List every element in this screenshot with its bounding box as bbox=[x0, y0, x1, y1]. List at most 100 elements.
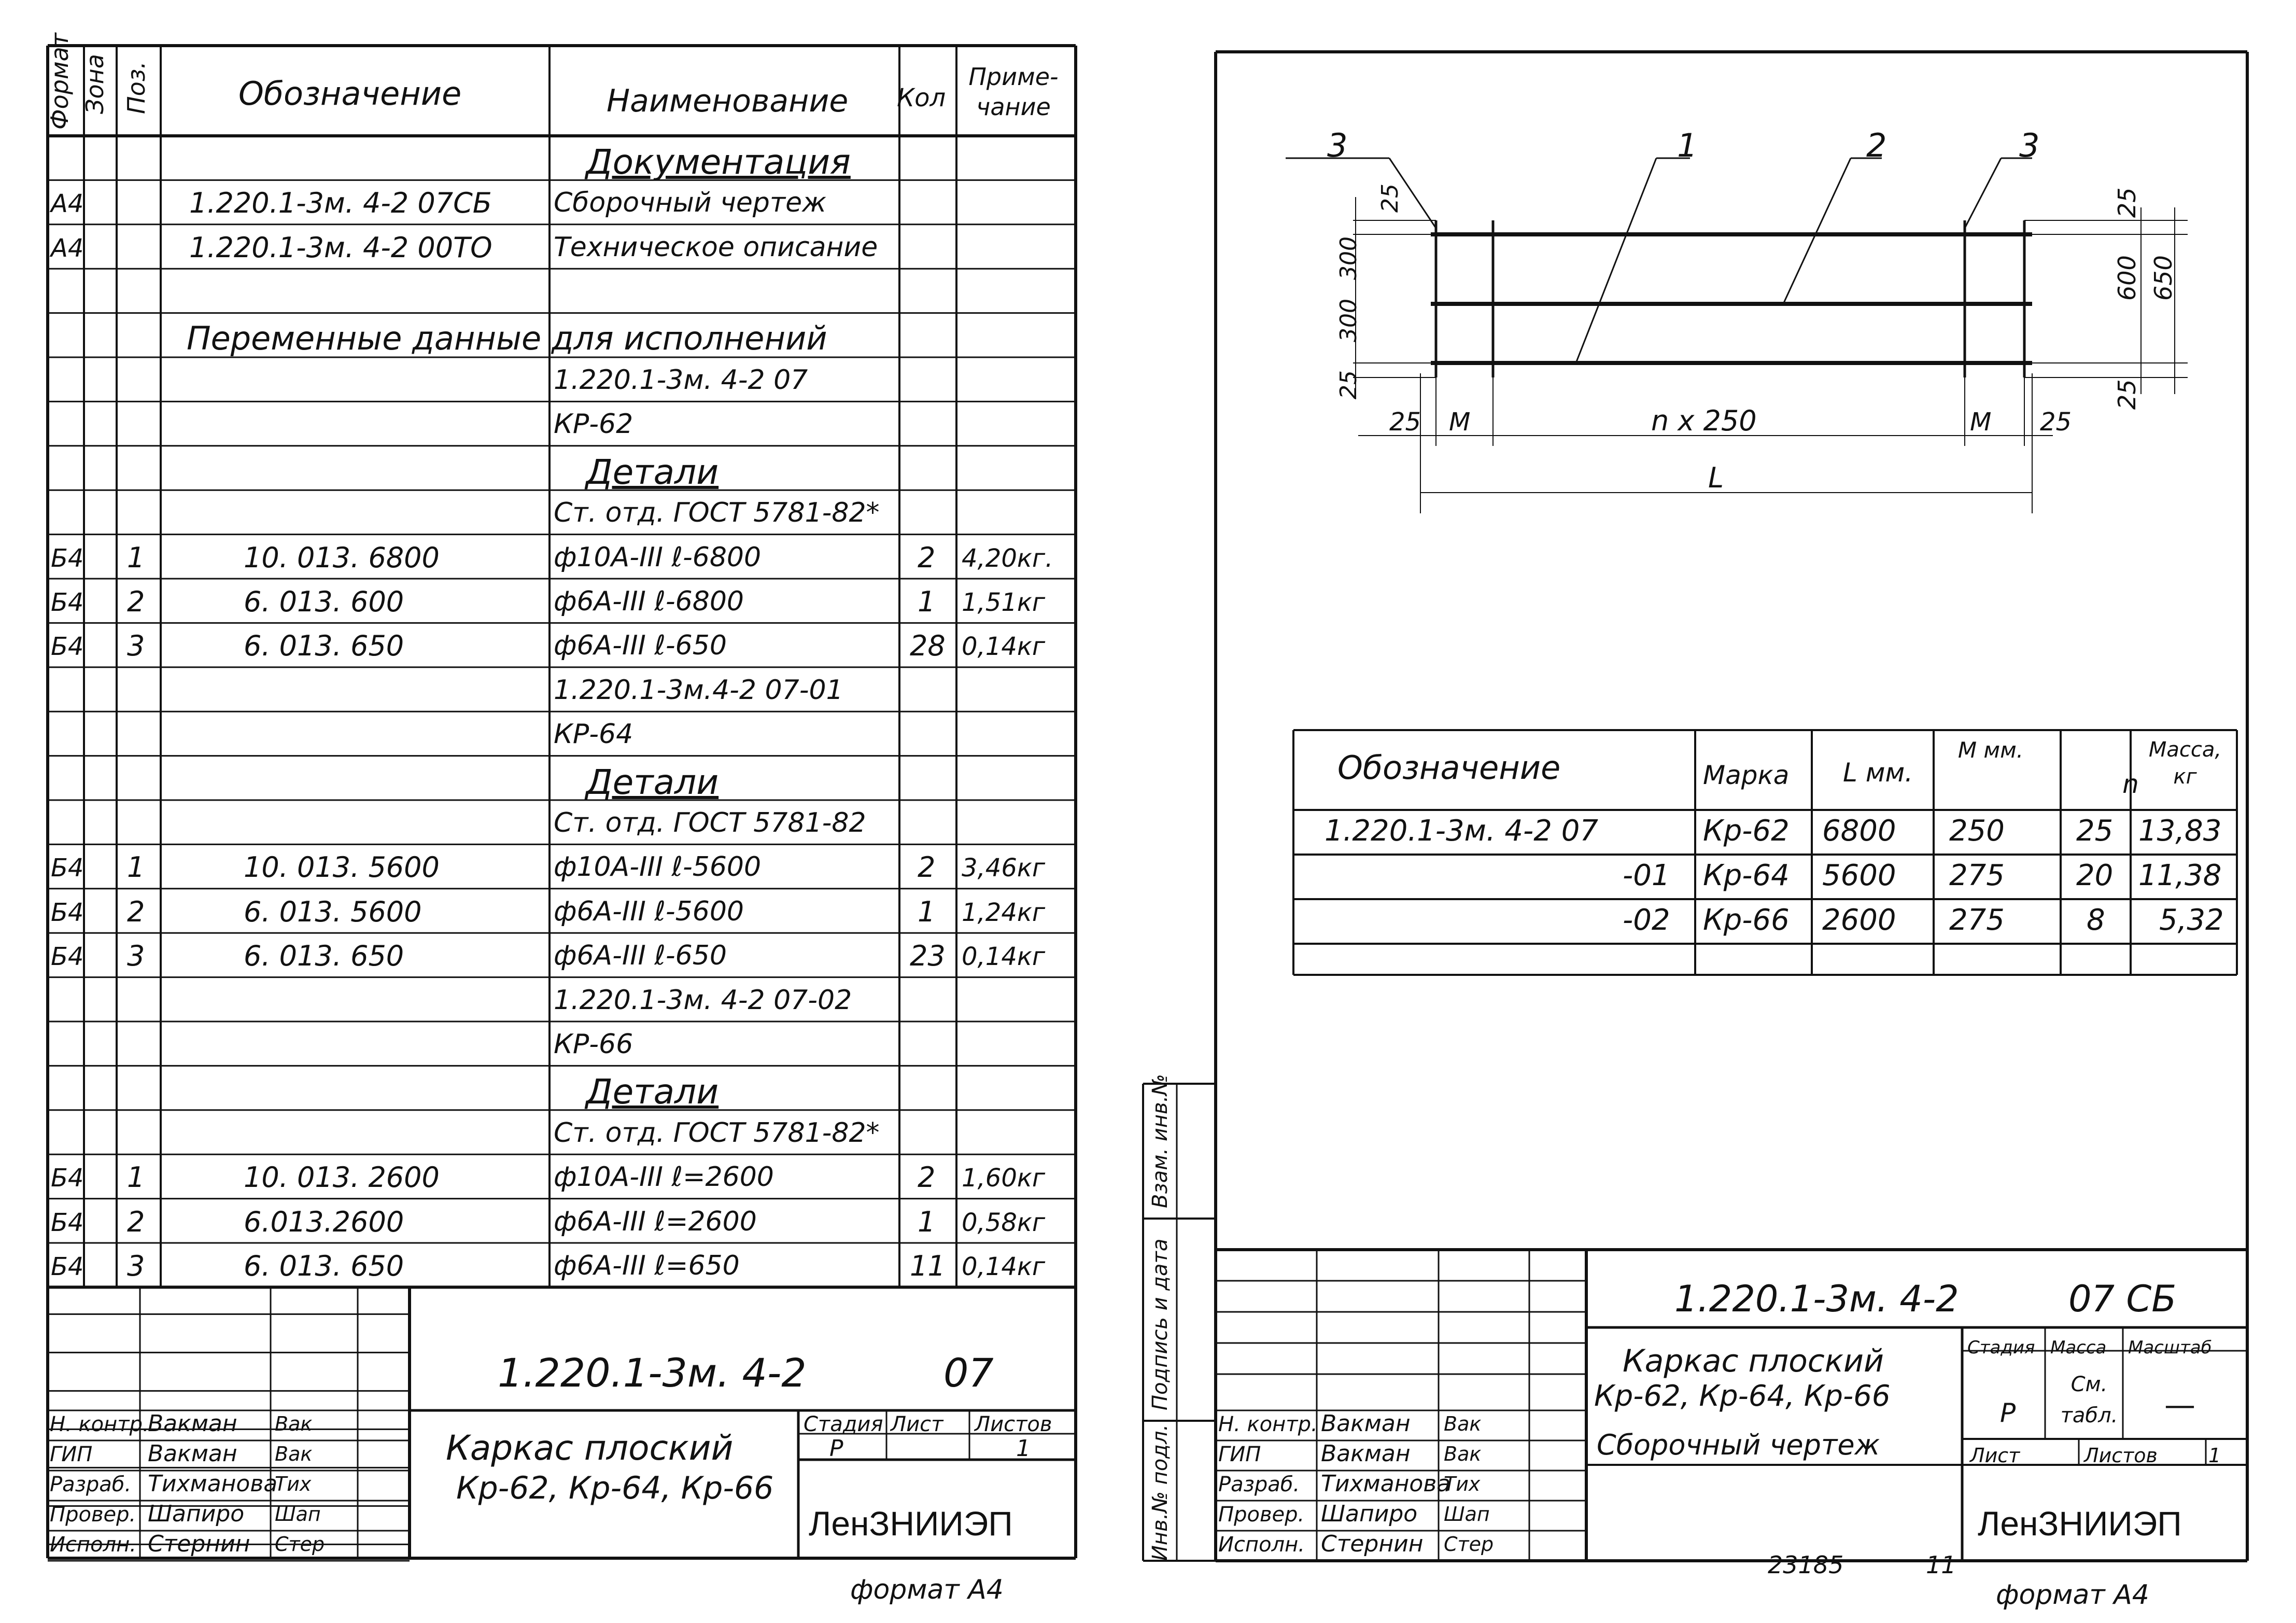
variant-header: Масса, кг bbox=[2148, 738, 2222, 789]
right-title-line3: Сборочный чертеж bbox=[1597, 1429, 1880, 1461]
variant-n: 20 bbox=[2076, 859, 2114, 892]
header-designation: Обозначение bbox=[238, 75, 462, 113]
leader-label-1: 1 bbox=[1677, 127, 1698, 164]
right-stage-label: Стадия bbox=[1967, 1337, 2035, 1358]
stamp-sign-date: Подпись и дата bbox=[1148, 1238, 1172, 1410]
cell-name: Детали bbox=[586, 1072, 719, 1112]
cell-designation: 10. 013. 6800 bbox=[244, 541, 440, 574]
variant-m: 275 bbox=[1949, 859, 2005, 892]
variant-m: 250 bbox=[1949, 814, 2005, 848]
person-role: Провер. bbox=[1218, 1503, 1305, 1527]
cell-quantity: 1 bbox=[918, 585, 936, 618]
cell-name: Детали bbox=[586, 762, 719, 802]
cell-position: 2 bbox=[127, 585, 145, 618]
variant-designation: -01 bbox=[1623, 859, 1670, 892]
dim-label-right: 650 bbox=[2149, 255, 2177, 301]
cell-designation: 6. 013. 650 bbox=[244, 940, 404, 973]
person-name: Вакман bbox=[1321, 1440, 1411, 1467]
person-signature: Вак bbox=[1444, 1412, 1482, 1435]
left-sheets-label: Листов bbox=[975, 1412, 1052, 1436]
person-signature: Шап bbox=[275, 1503, 321, 1526]
person-name: Шапиро bbox=[1321, 1501, 1418, 1527]
cell-name: Ст. отд. ГОСТ 5781-82 bbox=[554, 807, 866, 838]
cell-note: 0,14кг bbox=[962, 942, 1046, 972]
dim-label-left: 300 bbox=[1335, 236, 1362, 280]
variant-designation: -02 bbox=[1623, 903, 1670, 937]
cell-quantity: 2 bbox=[918, 851, 936, 884]
cell-note: 1,51кг bbox=[962, 588, 1046, 617]
variant-length: 6800 bbox=[1822, 814, 1896, 848]
left-org-name: ЛенЗНИИЭП bbox=[809, 1504, 1013, 1543]
cell-name: КР-66 bbox=[554, 1029, 633, 1060]
leader-1 bbox=[1575, 158, 1657, 363]
cell-note: 3,46кг bbox=[962, 854, 1046, 883]
dim-label-left: 25 bbox=[1377, 184, 1403, 213]
cell-note: 0,58кг bbox=[962, 1208, 1046, 1237]
cell-quantity: 1 bbox=[918, 895, 936, 928]
cell-designation: 6. 013. 650 bbox=[244, 629, 404, 663]
leader-label-3: 3 bbox=[1327, 127, 1348, 164]
dim-label-bottom: n x 250 bbox=[1651, 404, 1757, 437]
cell-position: 3 bbox=[127, 1250, 145, 1282]
dim-label-right: 600 bbox=[2113, 255, 2141, 301]
cell-position: 1 bbox=[127, 1161, 145, 1194]
cell-designation: 6. 013. 650 bbox=[244, 1250, 404, 1282]
right-title-line1: Каркас плоский bbox=[1623, 1343, 1884, 1379]
right-title-line2: Кр-62, Кр-64, Кр-66 bbox=[1594, 1379, 1891, 1413]
cell-quantity: 2 bbox=[918, 541, 936, 574]
cell-name: Документация bbox=[586, 142, 851, 182]
person-role: Разраб. bbox=[1218, 1473, 1300, 1496]
cell-designation: 10. 013. 5600 bbox=[244, 851, 440, 884]
person-signature: Стер bbox=[1444, 1533, 1494, 1556]
cell-designation: 6.013.2600 bbox=[244, 1205, 404, 1238]
person-name: Стернин bbox=[148, 1531, 250, 1557]
left-stage-label: Стадия bbox=[804, 1412, 883, 1436]
person-signature: Вак bbox=[275, 1443, 313, 1465]
cell-note: 1,60кг bbox=[962, 1164, 1046, 1193]
header-name: Наименование bbox=[607, 83, 849, 119]
right-mass-value: См. табл. bbox=[2060, 1373, 2118, 1428]
person-name: Тихманова bbox=[1321, 1471, 1451, 1497]
person-role: Н. контр. bbox=[50, 1412, 149, 1436]
cell-format: Б4 bbox=[51, 1164, 84, 1193]
left-sheet-label: Лист bbox=[891, 1412, 943, 1436]
variant-header: Обозначение bbox=[1337, 749, 1561, 787]
dim-label-bottom: 25 bbox=[2040, 408, 2072, 437]
leader-2 bbox=[1782, 158, 1852, 304]
person-name: Вакман bbox=[148, 1410, 237, 1437]
right-stage-value: Р bbox=[2000, 1398, 2016, 1428]
leader-label-3: 3 bbox=[2019, 127, 2040, 164]
cell-name: 1.220.1-3м. 4-2 07-02 bbox=[554, 984, 852, 1016]
person-role: Провер. bbox=[50, 1503, 136, 1527]
variant-mass: 11,38 bbox=[2138, 859, 2222, 892]
cell-name: ф10А-III ℓ-5600 bbox=[554, 851, 762, 883]
right-sheet-label: Лист bbox=[1970, 1444, 2020, 1467]
cell-name: ф6А-III ℓ=2600 bbox=[554, 1206, 757, 1237]
person-signature: Шап bbox=[1444, 1503, 1490, 1526]
cell-name: Детали bbox=[586, 452, 719, 492]
person-role: Разраб. bbox=[50, 1473, 132, 1496]
variant-header: М мм. bbox=[1957, 737, 2024, 763]
cell-designation: Переменные данные для исполнений bbox=[187, 319, 827, 357]
person-name: Вакман bbox=[148, 1440, 237, 1467]
person-role: Исполн. bbox=[1218, 1533, 1305, 1557]
cell-format: Б4 bbox=[51, 588, 84, 617]
cell-name: 1.220.1-3м. 4-2 07 bbox=[554, 365, 808, 396]
cell-name: Техническое описание bbox=[554, 231, 878, 263]
cell-position: 1 bbox=[127, 541, 145, 574]
cell-format: А4 bbox=[51, 189, 84, 219]
dim-label-left: 25 bbox=[1335, 370, 1362, 399]
dim-label-bottom: М bbox=[1970, 408, 1992, 437]
cell-quantity: 28 bbox=[910, 629, 946, 663]
person-signature: Вак bbox=[275, 1412, 313, 1435]
person-signature: Стер bbox=[275, 1533, 325, 1556]
cell-format: Б4 bbox=[51, 942, 84, 972]
archive-number: 23185 bbox=[1768, 1551, 1844, 1579]
person-name: Стернин bbox=[1321, 1531, 1424, 1557]
variant-mass: 13,83 bbox=[2138, 814, 2222, 848]
left-stage-value: Р bbox=[829, 1435, 843, 1462]
cell-name: Ст. отд. ГОСТ 5781-82* bbox=[554, 1117, 880, 1149]
cell-quantity: 1 bbox=[918, 1205, 936, 1238]
person-role: ГИП bbox=[50, 1443, 93, 1466]
header-note: Приме-чание bbox=[968, 63, 1059, 121]
